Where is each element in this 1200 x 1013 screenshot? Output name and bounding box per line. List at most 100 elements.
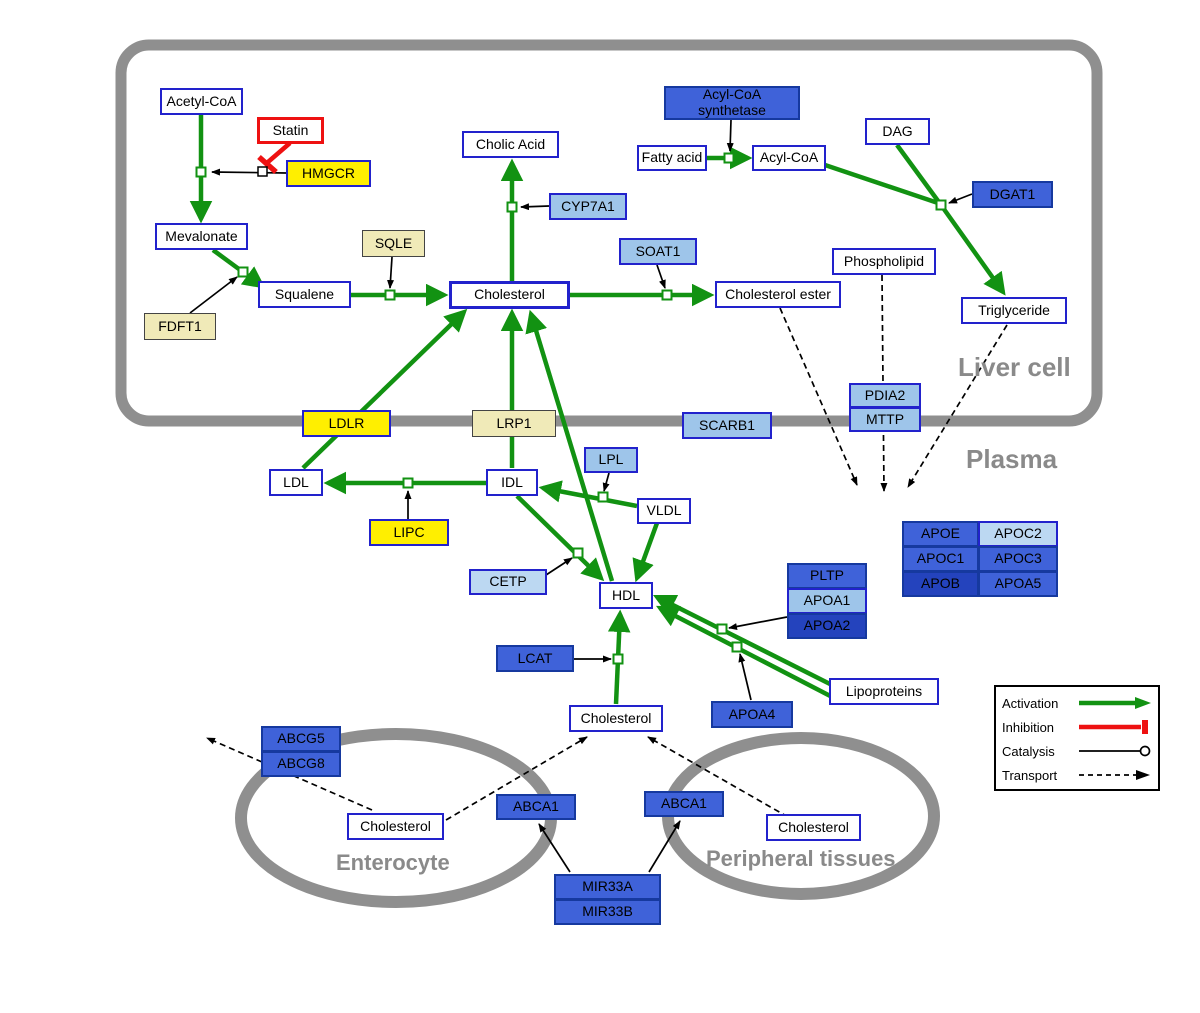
edge-soat1-catalysis	[656, 264, 666, 289]
node-apob[interactable]: APOB	[902, 571, 979, 597]
edge-acylcoasynthetase-catalysis	[726, 119, 734, 152]
node-dag[interactable]: DAG	[865, 118, 930, 145]
node-mevalonate[interactable]: Mevalonate	[155, 223, 248, 250]
edge-enterocyte-cholesterol-efflux	[445, 736, 588, 821]
catalysis-circle-icon	[1079, 745, 1151, 757]
legend-activation-row: Activation	[1002, 691, 1152, 715]
node-pdia2[interactable]: PDIA2	[849, 383, 921, 408]
edge-fdft1-catalysis	[189, 276, 238, 314]
node-mttp[interactable]: MTTP	[849, 407, 921, 432]
node-sqle[interactable]: SQLE	[362, 230, 425, 257]
edge-lipoproteins-hdl-lower	[656, 605, 840, 702]
legend-activation-label: Activation	[1002, 695, 1059, 711]
activation-arrow-icon	[1079, 697, 1151, 709]
edge-lipoproteins-hdl-upper	[652, 594, 832, 687]
edge-triglyceride-plasma	[907, 324, 1008, 488]
node-apoa2[interactable]: APOA2	[787, 613, 867, 639]
inhibition-tbar-icon	[1079, 720, 1148, 734]
node-apoe[interactable]: APOE	[902, 521, 979, 547]
node-phospholipid[interactable]: Phospholipid	[832, 248, 936, 275]
node-apoc2[interactable]: APOC2	[978, 521, 1058, 547]
statin-target-node	[257, 166, 268, 177]
node-acyl-coa-synthetase[interactable]: Acyl-CoA synthetase	[664, 86, 800, 120]
liver-cell-label: Liver cell	[958, 352, 1071, 382]
liver-cell-compartment	[115, 39, 1103, 427]
edge-apoa-stack-catalysis	[728, 616, 788, 630]
node-lipc[interactable]: LIPC	[369, 519, 449, 546]
edge-acylcoa-junction	[824, 162, 939, 206]
node-pltp[interactable]: PLTP	[787, 563, 867, 589]
node-abca1-left[interactable]: ABCA1	[496, 794, 576, 820]
node-acyl-coa[interactable]: Acyl-CoA	[752, 145, 826, 171]
node-ldlr[interactable]: LDLR	[302, 410, 391, 437]
node-squalene[interactable]: Squalene	[258, 281, 351, 308]
node-lpl[interactable]: LPL	[584, 447, 638, 473]
edge-mir33-abca1-right	[648, 820, 681, 873]
edge-vldl-hdl	[632, 522, 660, 583]
legend-inhibition-label: Inhibition	[1002, 719, 1055, 735]
node-apoa1[interactable]: APOA1	[787, 588, 867, 614]
node-lcat[interactable]: LCAT	[496, 645, 574, 672]
node-ldl[interactable]: LDL	[269, 469, 323, 496]
edge-hdl-cholesterol	[525, 309, 615, 582]
node-vldl[interactable]: VLDL	[637, 498, 691, 524]
node-cetp[interactable]: CETP	[469, 569, 547, 595]
activation-edges	[189, 114, 1006, 705]
node-lrp1[interactable]: LRP1	[472, 410, 556, 437]
edge-phospholipid-plasma	[880, 274, 888, 492]
node-cyp7a1[interactable]: CYP7A1	[549, 193, 627, 220]
node-abcg8[interactable]: ABCG8	[261, 751, 341, 777]
reaction-nodes	[195, 152, 947, 665]
node-cholic-acid[interactable]: Cholic Acid	[462, 131, 559, 158]
edge-cholesterolester-plasma	[779, 307, 858, 486]
edge-statin-inhibition	[266, 141, 292, 164]
node-cholesterol-peripheral[interactable]: Cholesterol	[766, 814, 861, 841]
node-statin[interactable]: Statin	[257, 117, 324, 144]
edge-mir33-abca1-left	[538, 823, 571, 873]
edge-peripheral-cholesterol-efflux	[647, 736, 789, 818]
node-acetyl-coa[interactable]: Acetyl-CoA	[160, 88, 243, 115]
node-dgat1[interactable]: DGAT1	[972, 181, 1053, 208]
inhibition-edge-statin	[257, 141, 292, 175]
node-apoa4[interactable]: APOA4	[711, 701, 793, 728]
plasma-label: Plasma	[966, 444, 1058, 474]
node-cholesterol-enterocyte[interactable]: Cholesterol	[347, 813, 444, 840]
node-hmgcr[interactable]: HMGCR	[286, 160, 371, 187]
node-mir33a[interactable]: MIR33A	[554, 874, 661, 900]
node-apoa5[interactable]: APOA5	[978, 571, 1058, 597]
edge-vldl-idl	[538, 480, 638, 509]
node-fdft1[interactable]: FDFT1	[144, 313, 216, 340]
node-idl[interactable]: IDL	[486, 469, 538, 496]
legend-inhibition-row: Inhibition	[1002, 715, 1152, 739]
node-mir33b[interactable]: MIR33B	[554, 899, 661, 925]
edge-sqle-catalysis	[387, 256, 395, 289]
legend-catalysis-row: Catalysis	[1002, 739, 1152, 763]
node-scarb1[interactable]: SCARB1	[682, 412, 772, 439]
node-fatty-acid[interactable]: Fatty acid	[637, 145, 707, 171]
node-abca1-right[interactable]: ABCA1	[644, 791, 724, 817]
node-lipoproteins[interactable]: Lipoproteins	[829, 678, 939, 705]
node-soat1[interactable]: SOAT1	[619, 238, 697, 265]
edge-dgat1-catalysis	[948, 193, 973, 204]
node-cholesterol-plasma[interactable]: Cholesterol	[569, 705, 663, 732]
legend-transport-row: Transport	[1002, 763, 1152, 787]
node-apoc3[interactable]: APOC3	[978, 546, 1058, 572]
edge-cetp-catalysis	[545, 557, 573, 576]
edge-ldl-ldlr-cholesterol	[301, 308, 468, 470]
transport-dashed-arrow-icon	[1079, 770, 1150, 780]
node-abcg5[interactable]: ABCG5	[261, 726, 341, 752]
node-apoc1[interactable]: APOC1	[902, 546, 979, 572]
peripheral-tissues-label: Peripheral tissues	[706, 846, 896, 871]
node-cholesterol-ester[interactable]: Cholesterol ester	[715, 281, 841, 308]
legend-transport-label: Transport	[1002, 767, 1058, 783]
edge-idl-hdl	[515, 494, 605, 582]
node-cholesterol-liver[interactable]: Cholesterol	[449, 281, 570, 309]
edge-junction-triglyceride	[939, 203, 1006, 296]
edge-cyp7a1-catalysis	[520, 203, 550, 211]
statin-inhibition-bar	[257, 154, 278, 175]
edge-apoa4-catalysis	[738, 653, 752, 701]
node-hdl[interactable]: HDL	[599, 582, 653, 609]
node-triglyceride[interactable]: Triglyceride	[961, 297, 1067, 324]
legend-catalysis-label: Catalysis	[1002, 743, 1055, 759]
